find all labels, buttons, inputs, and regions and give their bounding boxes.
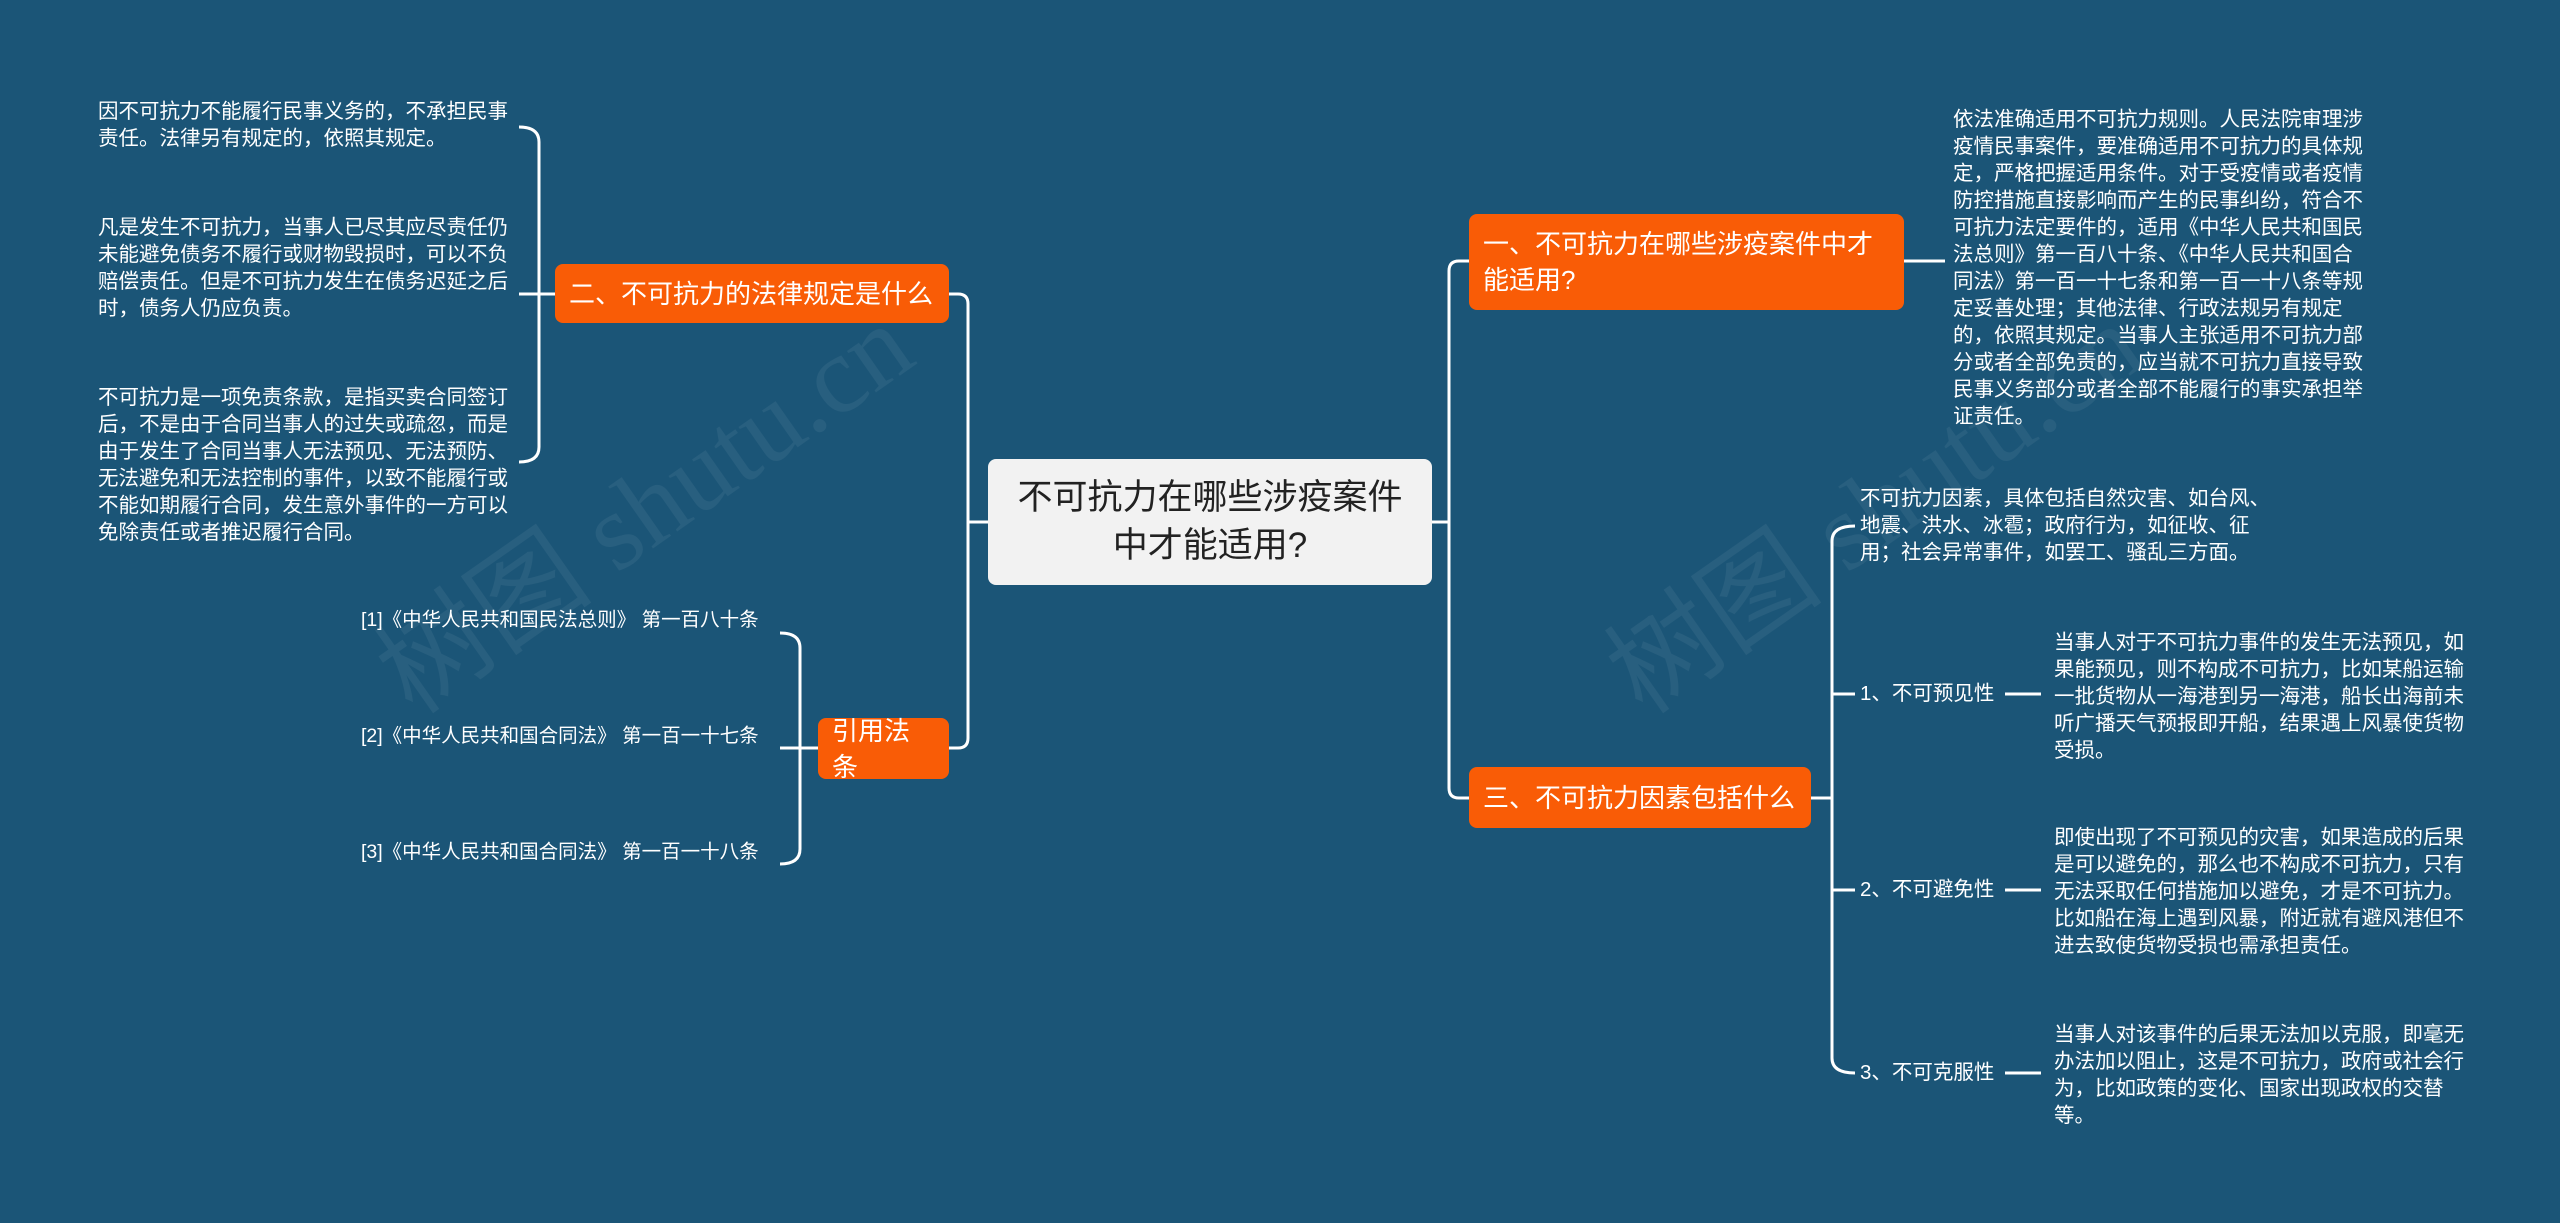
branch-factors[interactable]: 三、不可抗力因素包括什么 [1469, 767, 1811, 828]
link-citation-bracket [779, 631, 818, 866]
branch-title: 三、不可抗力因素包括什么 [1483, 782, 1796, 813]
legal-item: 不可抗力是一项免责条款，是指买卖合同签订后，不是由于合同当事人的过失或疏忽，而是… [98, 386, 508, 544]
factor-label: 1、不可预见性 [1860, 682, 1995, 705]
branch-title: 一、不可抗力在哪些涉疫案件中才能适用? [1483, 229, 1874, 295]
applicable-text: 依法准确适用不可抗力规则。人民法院审理涉疫情民事案件，要准确适用不可抗力的具体规… [1953, 108, 2363, 428]
factor-label: 3、不可克服性 [1860, 1061, 1995, 1084]
branch-title: 引用法条 [832, 715, 911, 782]
branch-legal-provisions[interactable]: 二、不可抗力的法律规定是什么 [555, 264, 949, 323]
factor-text: 即使出现了不可预见的灾害，如果造成的后果是可以避免的，那么也不构成不可抗力，只有… [2054, 826, 2464, 957]
citation-item: [1]《中华人民共和国民法总则》 第一百八十条 [361, 609, 759, 631]
link-root-right [1432, 259, 1469, 800]
root-node[interactable]: 不可抗力在哪些涉疫案件中才能适用? [988, 459, 1432, 585]
factor-text: 当事人对该事件的后果无法加以克服，即毫无办法加以阻止，这是不可抗力，政府或社会行… [2054, 1023, 2464, 1127]
citation-item: [2]《中华人民共和国合同法》 第一百一十七条 [361, 725, 759, 747]
branch-citations[interactable]: 引用法条 [818, 716, 949, 782]
branch-title: 二、不可抗力的法律规定是什么 [569, 278, 934, 309]
factors-intro: 不可抗力因素，具体包括自然灾害、如台风、地震、洪水、冰雹；政府行为，如征收、征用… [1860, 487, 2270, 564]
root-title: 不可抗力在哪些涉疫案件中才能适用? [1017, 478, 1403, 565]
link-root-left [949, 292, 988, 750]
link-factors-bracket [1811, 524, 1856, 1075]
legal-item: 因不可抗力不能履行民事义务的，不承担民事责任。法律另有规定的，依照其规定。 [98, 100, 508, 150]
citation-item: [3]《中华人民共和国合同法》 第一百一十八条 [361, 841, 759, 863]
branch-applicable-cases[interactable]: 一、不可抗力在哪些涉疫案件中才能适用? [1469, 214, 1904, 310]
factor-text: 当事人对于不可抗力事件的发生无法预见，如果能预见，则不构成不可抗力，比如某船运输… [2054, 631, 2464, 762]
legal-item: 凡是发生不可抗力，当事人已尽其应尽责任仍未能避免债务不履行或财物毁损时，可以不负… [98, 216, 508, 320]
factor-label: 2、不可避免性 [1860, 878, 1995, 901]
